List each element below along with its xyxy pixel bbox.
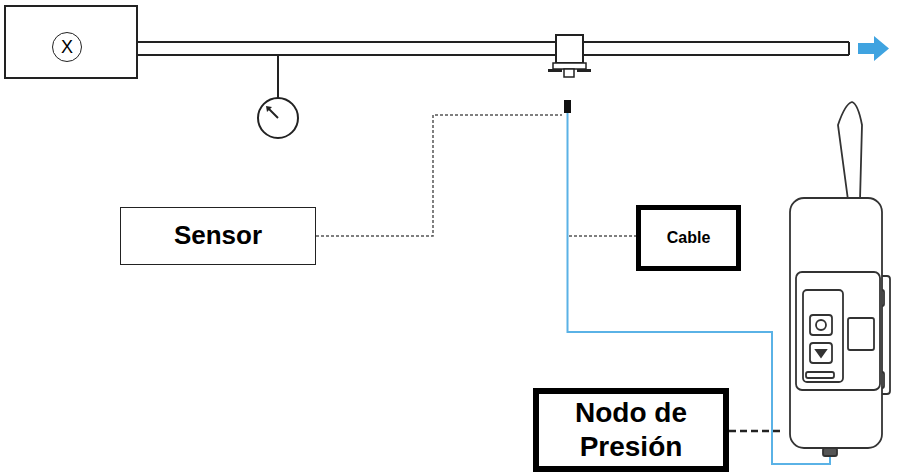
leader-line — [316, 115, 636, 236]
label-box: Nodo de Presión — [533, 388, 729, 472]
label-text: Cable — [667, 228, 711, 247]
leader-line — [729, 430, 780, 433]
pump-symbol: X — [52, 32, 82, 62]
pump-housing — [5, 6, 137, 78]
label-box: Cable — [636, 205, 741, 271]
flow-arrow — [858, 36, 889, 61]
label-text: Nodo de Presión — [545, 396, 717, 463]
pressure-node-device — [790, 102, 890, 456]
pump-mark: X — [61, 38, 73, 56]
pressure-gauge — [258, 55, 298, 138]
label-text: Sensor — [174, 220, 262, 251]
pipe — [137, 42, 849, 55]
label-box: Sensor — [120, 207, 316, 265]
sensor-fitting — [548, 35, 591, 113]
